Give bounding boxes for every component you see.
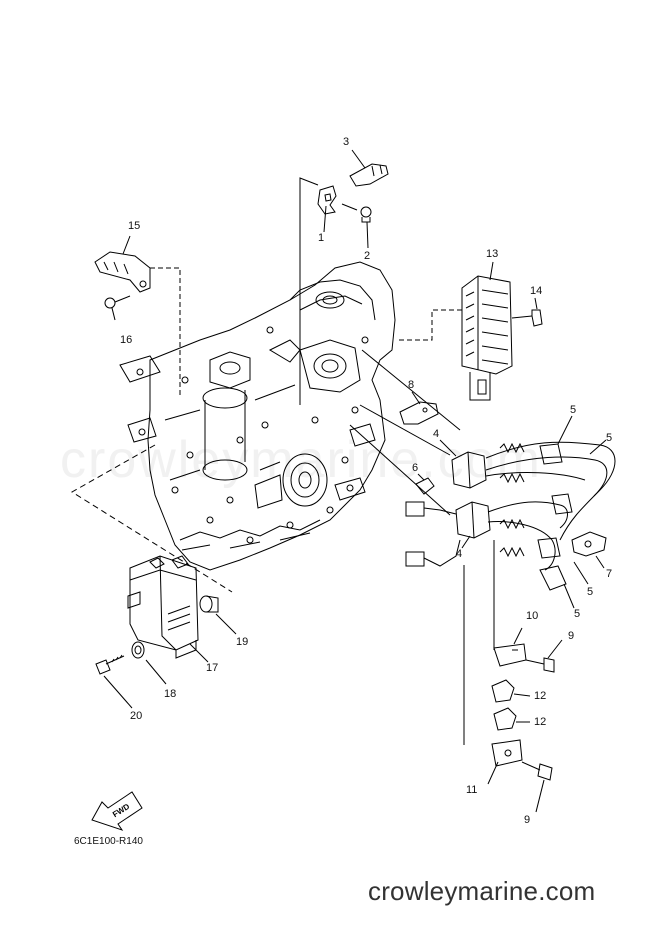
callout-6: 6 xyxy=(412,462,419,474)
callout-16: 16 xyxy=(120,334,133,346)
callout-5d: 5 xyxy=(574,608,581,620)
callout-2: 2 xyxy=(364,250,371,262)
rectifier-group xyxy=(398,262,542,400)
part-code: 6C1E100-R140 xyxy=(74,836,143,847)
callout-5c: 5 xyxy=(587,586,594,598)
callout-12b: 12 xyxy=(534,716,547,728)
callout-9b: 9 xyxy=(524,814,531,826)
sensor-bracket-group xyxy=(300,150,388,405)
callout-5a: 5 xyxy=(570,404,577,416)
callout-4a: 4 xyxy=(433,428,440,440)
callout-7: 7 xyxy=(606,568,613,580)
callout-13: 13 xyxy=(486,248,499,260)
callout-20: 20 xyxy=(130,710,143,722)
ignition-coils-group xyxy=(350,350,615,608)
callout-3: 3 xyxy=(343,136,350,148)
callout-1: 1 xyxy=(318,232,325,244)
callout-9a: 9 xyxy=(568,630,575,642)
callout-14: 14 xyxy=(530,285,543,297)
cover-plate-group xyxy=(95,236,180,395)
callout-8: 8 xyxy=(408,379,415,391)
callout-4b: 4 xyxy=(456,548,463,560)
callout-18: 18 xyxy=(164,688,177,700)
callout-15: 15 xyxy=(128,220,141,232)
ecu-group xyxy=(72,445,236,708)
brand-footer: crowleymarine.com xyxy=(368,876,596,906)
callout-19: 19 xyxy=(236,636,249,648)
callout-17: 17 xyxy=(206,662,219,674)
callout-10: 10 xyxy=(526,610,539,622)
engine-block xyxy=(120,262,395,570)
callout-12a: 12 xyxy=(534,690,547,702)
fwd-arrow-icon xyxy=(92,792,142,830)
callout-11: 11 xyxy=(466,784,478,796)
bracket-group xyxy=(464,540,562,812)
callout-5b: 5 xyxy=(606,432,613,444)
